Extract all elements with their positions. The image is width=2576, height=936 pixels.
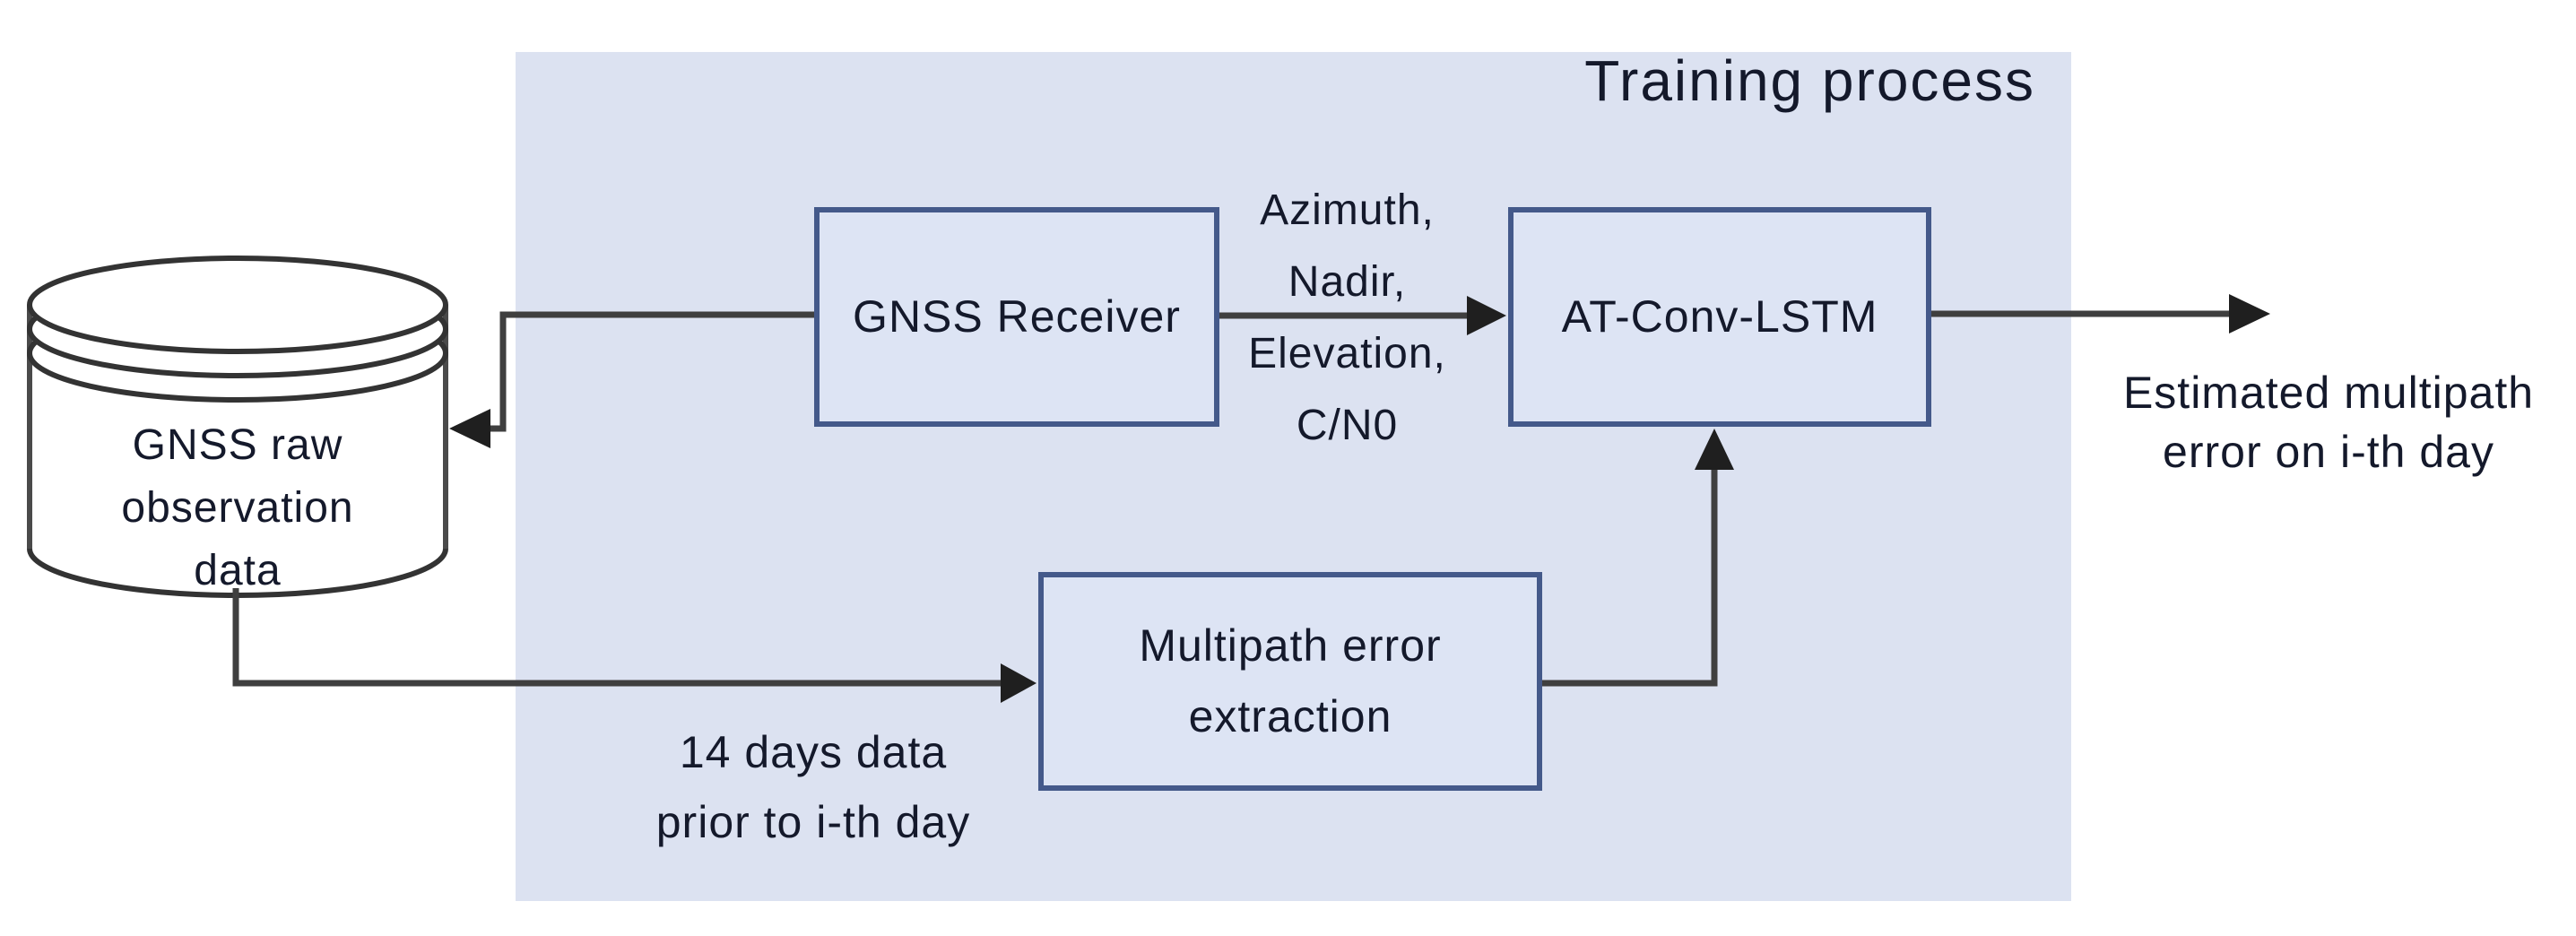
arrow-database-to-extraction bbox=[232, 588, 1036, 703]
features-label-line: Elevation, bbox=[1248, 330, 1446, 377]
arrow-receiver-to-database bbox=[449, 311, 814, 448]
node-multipath-error-extraction: Multipath error extraction bbox=[1038, 572, 1542, 791]
node-at-conv-lstm: AT-Conv-LSTM bbox=[1508, 207, 1931, 427]
arrowhead-left-icon bbox=[449, 409, 490, 448]
extraction-label-line: extraction bbox=[1188, 691, 1392, 741]
arrowhead-up-icon bbox=[1695, 429, 1734, 470]
extraction-label-line: Multipath error bbox=[1139, 620, 1442, 671]
edge-label-history: 14 days data prior to i-th day bbox=[634, 717, 993, 857]
training-process-title: Training process bbox=[1584, 48, 2035, 113]
database-label: GNSS raw observation data bbox=[30, 414, 446, 602]
node-gnss-receiver: GNSS Receiver bbox=[814, 207, 1219, 427]
cylinder-disk-1 bbox=[27, 256, 448, 354]
database-label-line: data bbox=[194, 547, 282, 594]
database-label-line: observation bbox=[121, 484, 354, 532]
at-conv-lstm-label: AT-Conv-LSTM bbox=[1561, 291, 1878, 342]
history-label-line: prior to i-th day bbox=[655, 797, 971, 847]
database-cylinder-icon bbox=[27, 256, 448, 598]
output-label-line: Estimated multipath bbox=[2122, 368, 2535, 418]
arrow-extraction-to-model bbox=[1542, 429, 1734, 687]
features-label-line: Azimuth, bbox=[1260, 186, 1435, 234]
history-label-line: 14 days data bbox=[679, 727, 948, 777]
features-label-line: C/N0 bbox=[1296, 402, 1399, 449]
output-label-line: error on i-th day bbox=[2163, 427, 2494, 477]
features-label-line: Nadir, bbox=[1288, 258, 1407, 306]
arrow-receiver-to-model bbox=[1219, 296, 1506, 335]
output-label: Estimated multipath error on i-th day bbox=[2097, 363, 2560, 481]
arrowhead-right-icon bbox=[1001, 663, 1036, 703]
arrowhead-right-icon bbox=[1467, 296, 1506, 335]
arrow-model-to-output bbox=[1931, 294, 2270, 334]
edge-label-features: Azimuth, Nadir, Elevation, C/N0 bbox=[1193, 175, 1502, 462]
arrowhead-right-icon bbox=[2229, 294, 2270, 334]
gnss-receiver-label: GNSS Receiver bbox=[853, 291, 1181, 342]
database-label-line: GNSS raw bbox=[132, 421, 343, 469]
